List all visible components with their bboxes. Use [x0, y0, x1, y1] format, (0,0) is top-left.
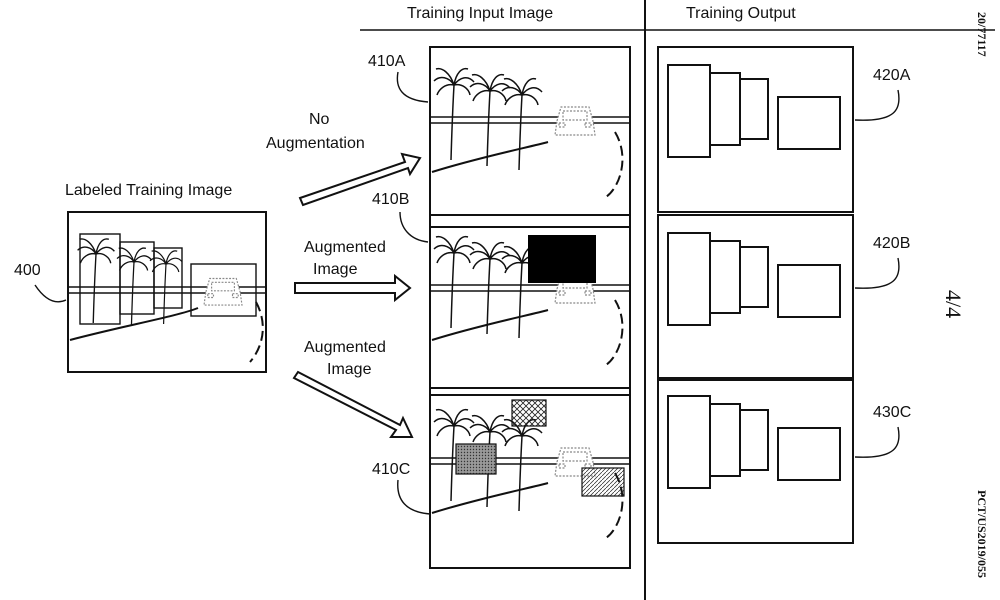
training-input-a — [430, 47, 630, 227]
arrow-top-label-line2: Augmentation — [266, 135, 365, 152]
training-output-a — [657, 46, 854, 213]
ref-output-c: 430C — [873, 404, 911, 421]
ref-input-c: 410C — [372, 461, 410, 478]
labeled-training-image — [67, 211, 267, 373]
ref-input-a: 410A — [368, 53, 406, 70]
noise-patch — [455, 443, 497, 475]
hatched-patch — [511, 399, 547, 427]
training-output-b — [657, 214, 854, 381]
bounding-box — [190, 263, 257, 317]
arrow-bot-label-line1: Augmented — [304, 339, 386, 356]
arrow-top-label-line1: No — [309, 111, 330, 128]
ref-output-a: 420A — [873, 67, 911, 84]
margin-application-id: PCT/US2019/055 — [975, 490, 989, 578]
ref-source: 400 — [14, 262, 41, 279]
source-image-title: Labeled Training Image — [65, 182, 232, 199]
page-number: 4/4 — [941, 290, 966, 318]
arrow-bot-label-line2: Image — [327, 361, 372, 378]
occlusion-block — [528, 235, 596, 283]
training-input-c — [430, 388, 630, 568]
training-input-b — [430, 215, 630, 395]
margin-publication-id: 20/77117 — [975, 12, 989, 57]
arrow-augmented-bottom — [292, 370, 414, 438]
output-column-header: Training Output — [686, 5, 796, 22]
arrow-no-augmentation — [298, 152, 422, 207]
bounding-box — [153, 247, 183, 309]
arrow-augmented-middle — [294, 273, 412, 303]
training-output-c — [657, 377, 854, 544]
arrow-mid-label-line2: Image — [313, 261, 358, 278]
ref-output-b: 420B — [873, 235, 910, 252]
input-column-header: Training Input Image — [407, 5, 553, 22]
ref-input-b: 410B — [372, 191, 409, 208]
arrow-mid-label-line1: Augmented — [304, 239, 386, 256]
striped-patch — [581, 467, 625, 497]
